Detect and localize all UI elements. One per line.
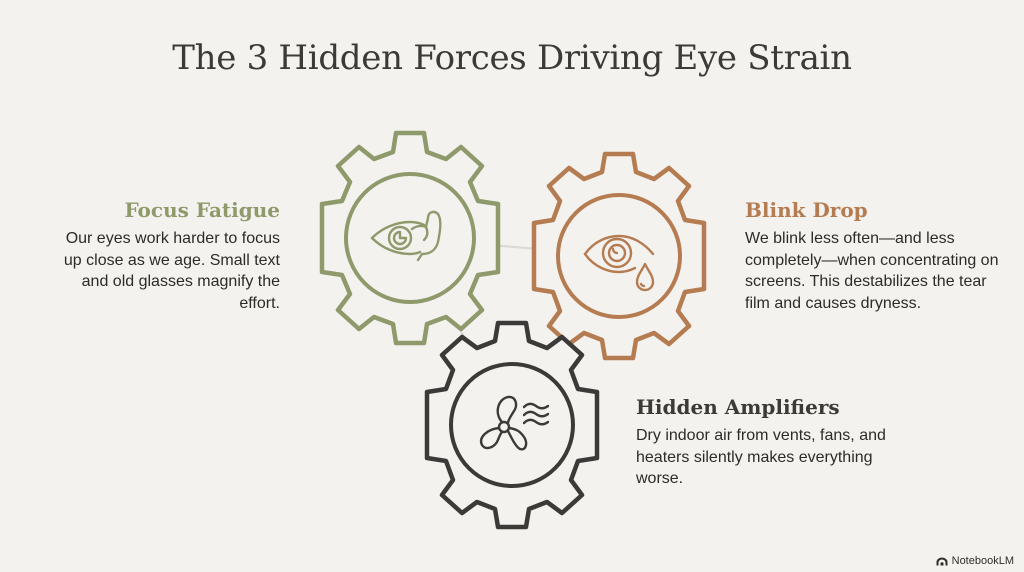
notebooklm-logo-icon <box>936 557 948 565</box>
force-focus-fatigue: Focus Fatigue Our eyes work harder to fo… <box>60 198 280 314</box>
gear-outline-icon <box>424 320 600 530</box>
force-description: Dry indoor air from vents, fans, and hea… <box>636 427 886 487</box>
force-description: Our eyes work harder to focus up close a… <box>63 230 280 312</box>
force-heading: Hidden Amplifiers <box>636 395 840 419</box>
fan-with-airflow-icon <box>479 395 550 451</box>
page-title: The 3 Hidden Forces Driving Eye Strain <box>172 38 852 78</box>
watermark-label: NotebookLM <box>951 555 1014 567</box>
eye-with-teardrop-icon <box>583 234 655 292</box>
gear-hidden-amplifiers <box>424 320 600 530</box>
gear-focus-fatigue <box>319 130 501 346</box>
notebooklm-watermark: NotebookLM <box>936 555 1014 567</box>
gear-inner-ring <box>556 193 682 319</box>
force-hidden-amplifiers: Hidden Amplifiers Dry indoor air from ve… <box>636 395 896 490</box>
eye-with-flexed-arm-icon <box>370 210 442 262</box>
force-heading: Blink Drop <box>745 198 868 222</box>
gear-outline-icon <box>531 151 707 361</box>
gear-blink-drop <box>531 151 707 361</box>
force-heading: Focus Fatigue <box>124 198 280 222</box>
force-description: We blink less often—and less completely—… <box>745 230 999 312</box>
force-blink-drop: Blink Drop We blink less often—and less … <box>745 198 1015 314</box>
gear-inner-ring <box>344 172 476 304</box>
gear-inner-ring <box>449 362 575 488</box>
